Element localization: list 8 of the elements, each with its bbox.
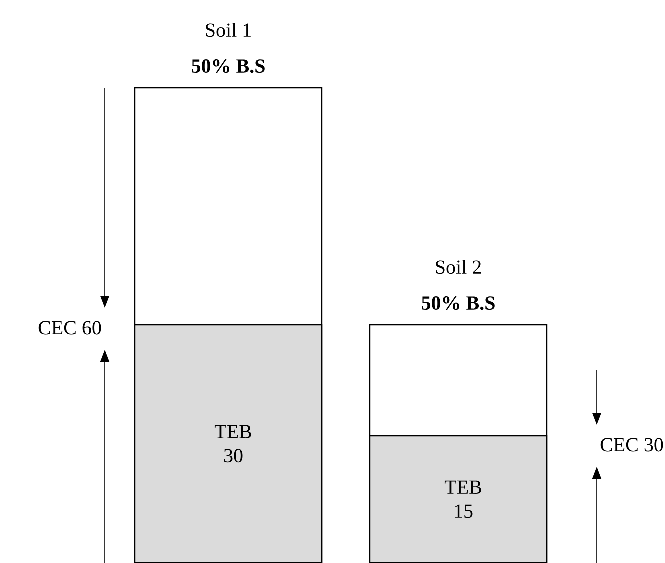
node-label: Soil 1 [206, 23, 251, 38]
node-label: Soil 2 [436, 260, 482, 274]
stippled-segment: TEB 30 [134, 324, 323, 563]
stippled-segment: TEB 15 [369, 435, 548, 563]
dimension-label: CEC 60 [38, 321, 102, 335]
node-label: 50% B.S [192, 60, 265, 74]
dimension-label: CEC 30 [600, 438, 664, 452]
node-label: 50% B.S [422, 296, 495, 310]
